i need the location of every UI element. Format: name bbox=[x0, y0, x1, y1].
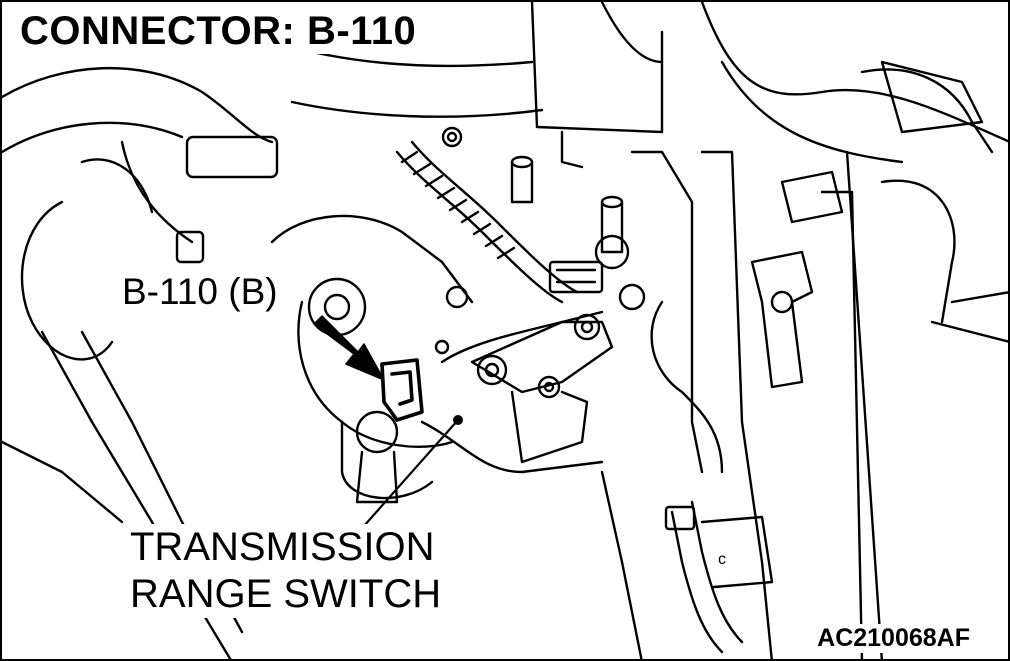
studs bbox=[441, 126, 630, 270]
lower-pipe bbox=[600, 470, 774, 659]
b110-connector bbox=[380, 358, 424, 422]
transmission-body bbox=[270, 214, 604, 504]
cable-connector bbox=[548, 260, 604, 294]
part-label-line1: TRANSMISSION bbox=[130, 525, 435, 569]
pointer-arrow bbox=[313, 315, 385, 381]
figure-code: AC210068AF bbox=[813, 624, 974, 653]
leader-dot bbox=[453, 415, 463, 425]
part-label: TRANSMISSION RANGE SWITCH bbox=[126, 524, 446, 619]
shift-cable bbox=[395, 140, 579, 304]
diagram-title: CONNECTOR: B-110 bbox=[16, 8, 421, 54]
range-switch-lever bbox=[470, 313, 614, 464]
part-label-line2: RANGE SWITCH bbox=[130, 572, 442, 617]
connector-callout-label: B-110 (B) bbox=[118, 271, 282, 313]
small-mark: c bbox=[718, 551, 726, 568]
right-components bbox=[618, 60, 1008, 659]
